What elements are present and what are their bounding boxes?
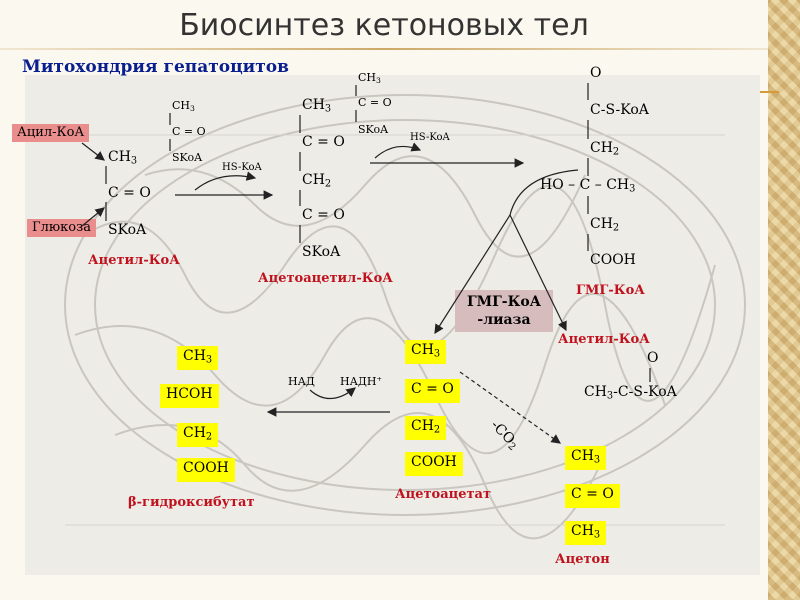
hmg-o: O xyxy=(590,65,602,81)
arrow-release-hscoa-2 xyxy=(374,142,422,159)
decorative-border xyxy=(768,0,800,600)
acetoacetyl-ch2: CH2 xyxy=(302,172,332,190)
acyl-coa-input: Ацил-КоА xyxy=(12,124,90,143)
acetoacetyl-skoa: SKoA xyxy=(302,244,341,260)
acetyl-coa-small-skoa: SKoA xyxy=(172,151,203,164)
acetyl-coa-label: Ацетил-КоА xyxy=(88,253,180,268)
acetyl-coa-small2-ch3: CH3 xyxy=(358,71,381,85)
mitochondrion-sketch xyxy=(64,94,746,540)
hmg-coa-lyase-enzyme: ГМГ-КоА -лиаза xyxy=(455,290,553,333)
arrow-cofactor xyxy=(309,387,356,400)
mitochondria-subtitle: Митохондрия гепатоцитов xyxy=(22,57,289,77)
hs-coa-label-2: HS-KoA xyxy=(410,132,450,143)
hydroxybutyrate-cooh: COOH xyxy=(177,458,235,482)
acetoacetyl-ch3: CH3 xyxy=(302,97,332,115)
nad-label: НАД xyxy=(288,375,315,388)
acetoacetate-co: C = O xyxy=(405,379,460,403)
hmg-cooh: COOH xyxy=(590,252,636,268)
nadh-label: НАДН+ xyxy=(340,375,382,388)
acetoacetyl-co2: C = O xyxy=(302,207,345,223)
acetyl-coa-product-label: Ацетил-КоА xyxy=(558,332,650,347)
acetone-ch3b: CH3 xyxy=(565,521,607,545)
hydroxybutyrate-ch2: CH2 xyxy=(177,423,219,447)
hydroxybutyrate-ch3: CH3 xyxy=(177,346,219,370)
hmg-mid: HO – C – CH3 xyxy=(540,177,636,195)
arrow-release-hscoa-1 xyxy=(194,171,257,191)
glucose-input: Глюкоза xyxy=(27,219,96,238)
acetyl-coa-small2-skoa: SKoA xyxy=(358,123,389,136)
hmg-cskoa: C-S-KoA xyxy=(590,102,649,118)
acetyl-coa-product-formula: CH3-C-S-KoA xyxy=(584,384,677,402)
arrow-glucose xyxy=(81,207,105,227)
title-divider xyxy=(0,48,768,50)
acetone-label: Ацетон xyxy=(555,552,610,567)
acetyl-coa-small-co: C = O xyxy=(172,125,206,138)
acetoacetate-cooh: COOH xyxy=(405,452,463,476)
acetoacetate-label: Ацетоацетат xyxy=(395,487,492,502)
hs-coa-label-1: HS-KoA xyxy=(222,162,262,173)
acetoacetate-ch2: CH2 xyxy=(405,416,447,440)
acetyl-coa-skoa: SKoA xyxy=(108,222,147,238)
acetoacetyl-coa-label: Ацетоацетил-КоА xyxy=(258,271,393,286)
slide-title: Биосинтез кетоновых тел xyxy=(179,8,589,43)
acetyl-coa-product-o: O xyxy=(647,350,659,366)
enzyme-line-1: ГМГ-КоА xyxy=(466,294,542,310)
arrow-to-acetoacetate xyxy=(434,214,511,335)
acetyl-coa-small-ch3: CH3 xyxy=(172,99,195,113)
acetone-ch3a: CH3 xyxy=(565,446,607,470)
arrow-to-acetyl-coa xyxy=(509,214,567,332)
arrow-acyl-coa xyxy=(81,142,105,161)
hydroxybutyrate-hcoh: HCOH xyxy=(160,384,219,408)
acetone-co: C = O xyxy=(565,484,620,508)
accent-line xyxy=(757,91,779,93)
acetyl-coa-ch3: CH3 xyxy=(108,149,138,167)
hydroxybutyrate-label: β-гидроксибутат xyxy=(128,495,255,510)
mitochondrion-background xyxy=(25,75,760,575)
enzyme-line-2: -лиаза xyxy=(477,312,531,329)
hmg-ch2a: CH2 xyxy=(590,140,620,158)
lyase-split-line xyxy=(509,169,579,216)
acetoacetate-ch3: CH3 xyxy=(405,340,447,364)
acetoacetyl-co1: C = O xyxy=(302,134,345,150)
hmg-ch2b: CH2 xyxy=(590,216,620,234)
acetyl-coa-co: C = O xyxy=(108,185,151,201)
acetyl-coa-small2-co: C = O xyxy=(358,96,392,109)
arrow-decarboxylation xyxy=(459,371,561,444)
hmg-coa-label: ГМГ-КоА xyxy=(576,283,645,298)
title-bar: Биосинтез кетоновых тел xyxy=(0,0,768,52)
